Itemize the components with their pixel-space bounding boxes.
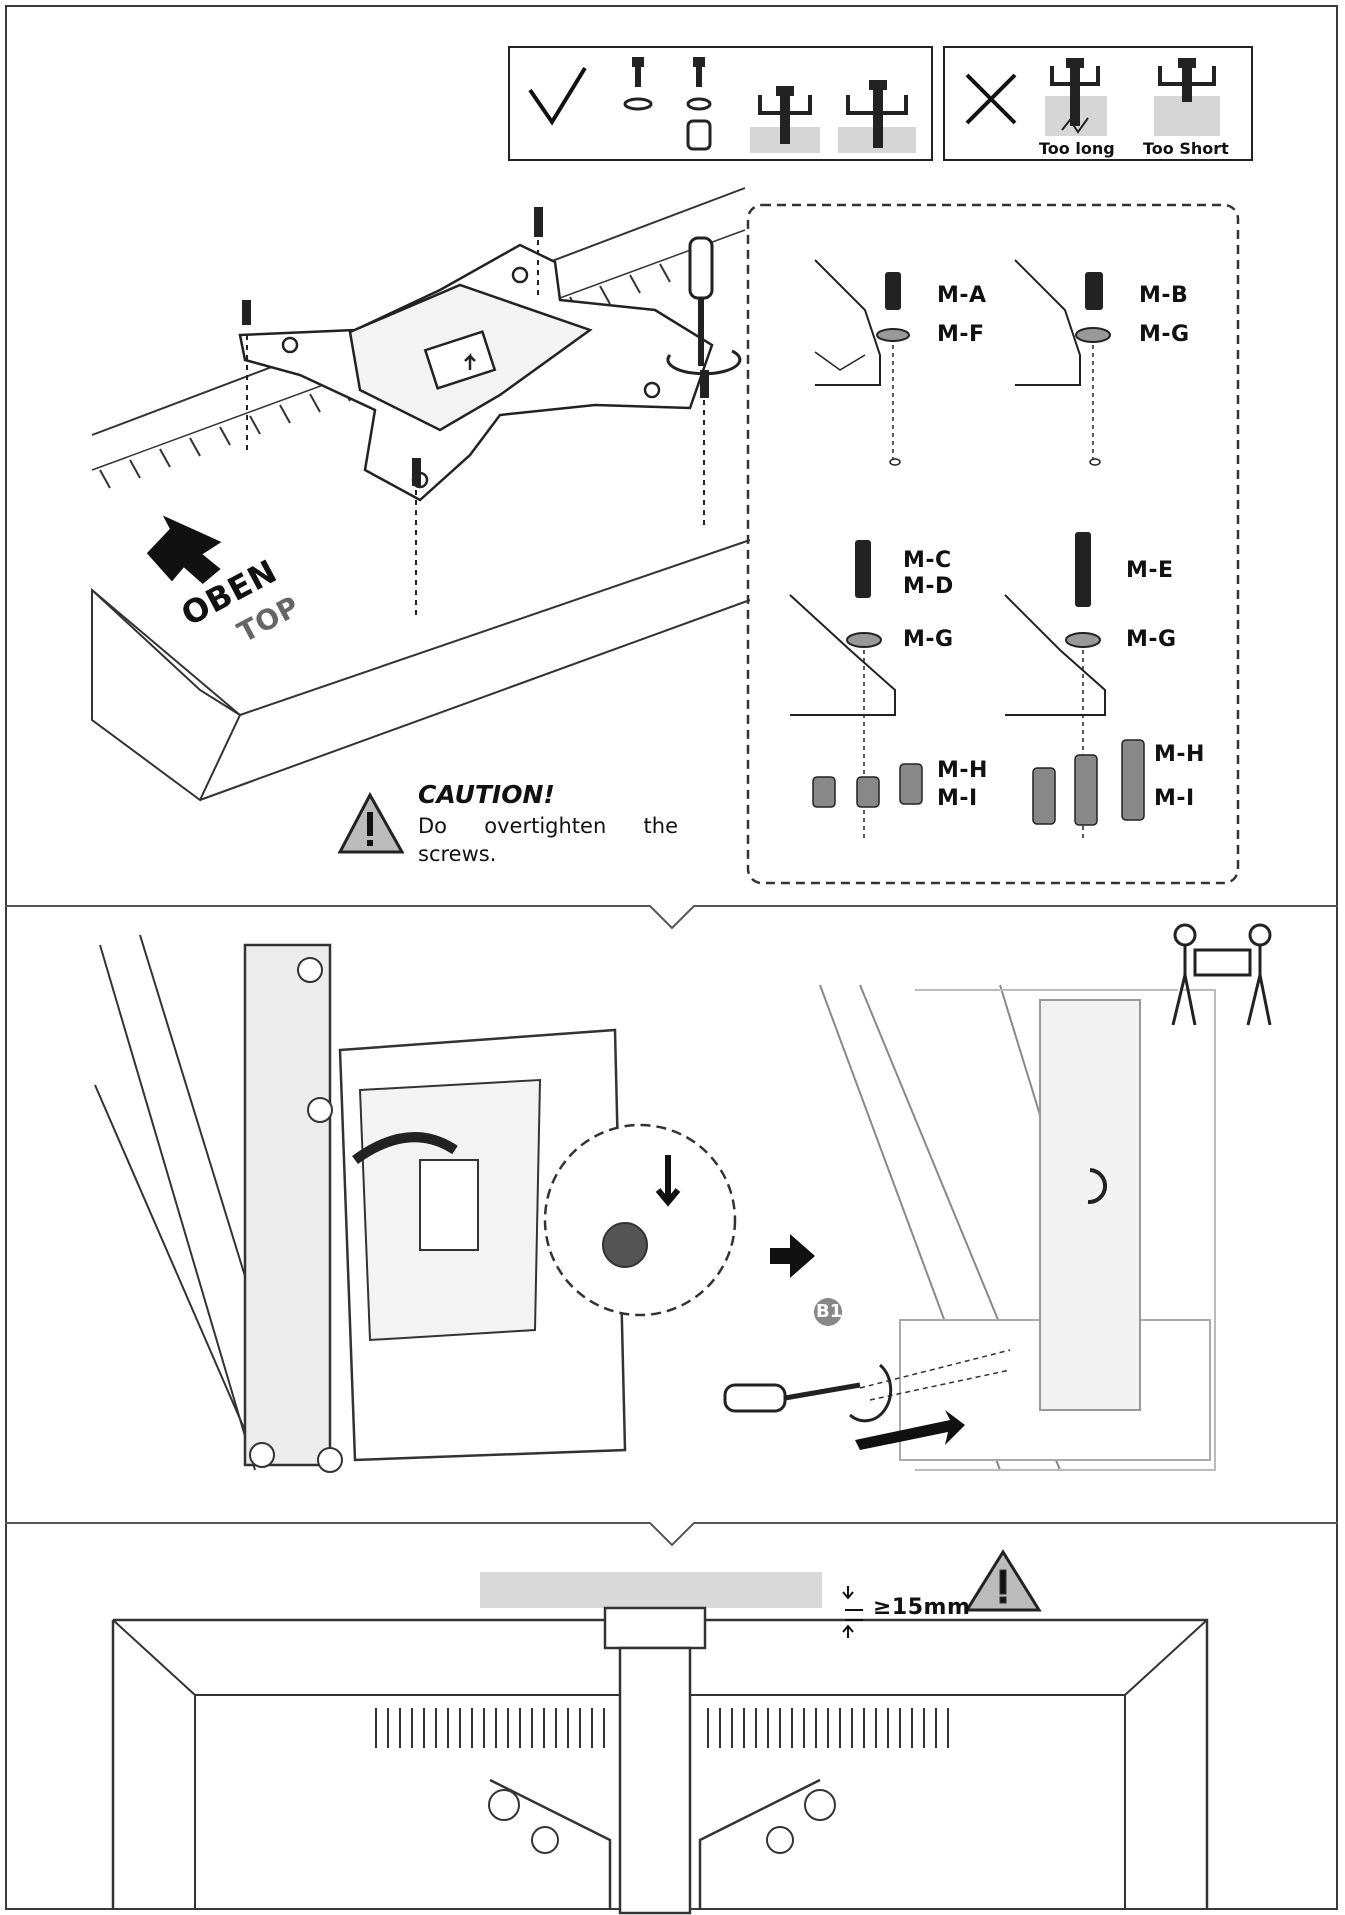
screw-detail-box (746, 203, 1240, 885)
caution-title: CAUTION! (418, 780, 555, 809)
label-m-c: M-C (903, 548, 952, 573)
ceiling-plate (480, 1572, 822, 1608)
cross-icon (965, 73, 1017, 125)
label-m-d: M-D (903, 574, 954, 599)
label-m-h-1: M-H (937, 758, 988, 783)
label-m-e: M-E (1126, 558, 1174, 583)
screw-washer-icon (623, 57, 653, 111)
b1-badge-bg (814, 1298, 842, 1326)
incorrect-screw-box (943, 46, 1253, 161)
warning-icon (337, 791, 405, 854)
two-person-lift-icon (1171, 923, 1272, 1026)
label-m-i-1: M-I (937, 786, 978, 811)
up-arrow-icon (146, 515, 222, 584)
screw-washer-spacer-icon (686, 57, 712, 151)
too-long-label: Too long (1039, 139, 1115, 158)
screw-in-plate-icon (750, 80, 916, 153)
screw-detail-diagrams (789, 259, 1145, 840)
panel-divider-2 (5, 1522, 1338, 1547)
check-icon (528, 66, 587, 126)
clearance-label: ≥15mm (873, 1595, 971, 1620)
panel-2-artwork (94, 923, 1272, 1473)
too-short-label: Too Short (1143, 139, 1229, 158)
label-m-f: M-F (937, 322, 985, 347)
label-m-h-2: M-H (1154, 742, 1205, 767)
panel-divider-1 (5, 905, 1338, 930)
tv-back-illustration (91, 187, 751, 802)
label-m-g-3: M-G (1126, 627, 1177, 652)
b1-badge: B1 (816, 1301, 843, 1322)
label-m-i-2: M-I (1154, 786, 1195, 811)
screwdriver-icon (666, 236, 742, 376)
label-m-a: M-A (937, 283, 987, 308)
arrow-right-icon (770, 1234, 815, 1278)
rotate-arrow-icon (666, 349, 742, 376)
label-m-g-2: M-G (903, 627, 954, 652)
caution-text: Do overtighten the screws. (418, 814, 678, 866)
label-m-b: M-B (1139, 283, 1189, 308)
panel-3-artwork (111, 1549, 1209, 1915)
correct-screw-box (508, 46, 933, 161)
vesa-plate (238, 243, 714, 502)
vesa-screws (242, 207, 709, 620)
label-m-g-1: M-G (1139, 322, 1190, 347)
warning-icon-2 (964, 1549, 1042, 1612)
